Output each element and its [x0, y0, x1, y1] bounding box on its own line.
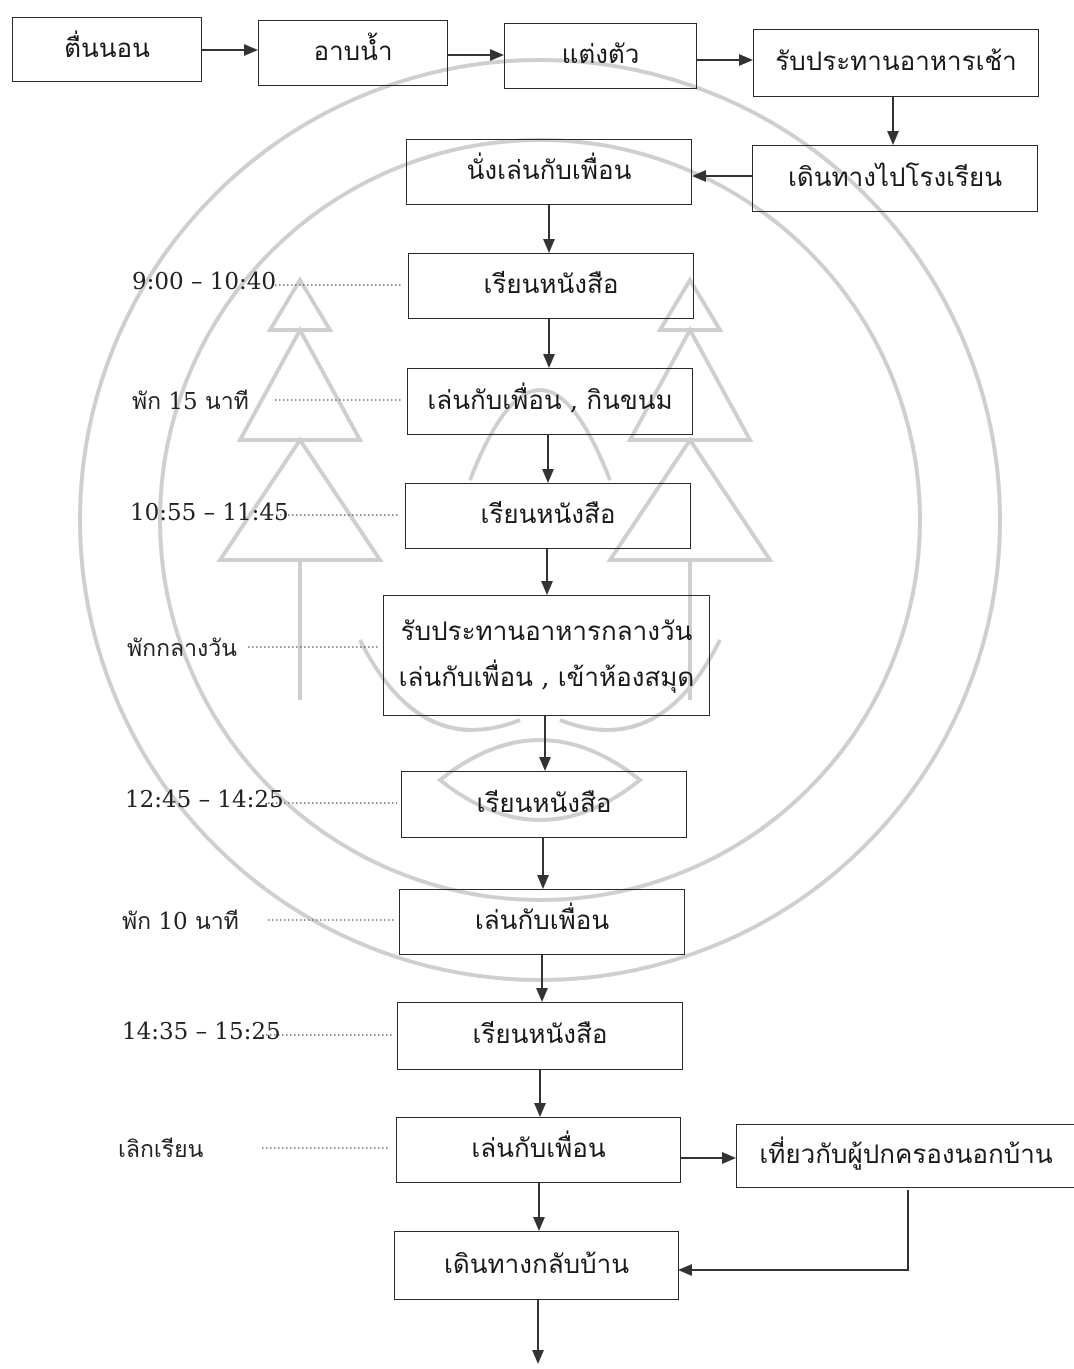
node-lunch-line2: เล่นกับเพื่อน , เข้าห้องสมุด — [398, 662, 695, 693]
node-study-2: เรียนหนังสือ — [405, 483, 691, 549]
time-label-lunch-break: พักกลางวัน — [127, 636, 237, 662]
node-wake-up-text: ตื่นนอน — [64, 33, 150, 64]
node-study-1: เรียนหนังสือ — [408, 253, 694, 319]
time-label-break-10: พัก 10 นาที — [122, 909, 239, 935]
node-snack-break-text: เล่นกับเพื่อน , กินขนม — [427, 385, 673, 416]
node-play-friends-after-school: เล่นกับเพื่อน — [396, 1117, 681, 1183]
node-walk-to-school-text: เดินทางไปโรงเรียน — [787, 162, 1003, 193]
node-wake-up: ตื่นนอน — [12, 17, 202, 82]
node-outing-with-parents: เที่ยวกับผู้ปกครองนอกบ้าน — [736, 1124, 1074, 1188]
node-study-4: เรียนหนังสือ — [397, 1002, 683, 1070]
node-walk-home: เดินทางกลับบ้าน — [394, 1231, 679, 1300]
node-study-3-text: เรียนหนังสือ — [476, 788, 612, 819]
node-study-3: เรียนหนังสือ — [401, 771, 687, 838]
time-label-break-15: พัก 15 นาที — [132, 389, 249, 415]
node-walk-to-school: เดินทางไปโรงเรียน — [752, 145, 1038, 212]
time-label-study-3: 12:45 – 14:25 — [125, 787, 284, 813]
node-lunch: รับประทานอาหารกลางวัน เล่นกับเพื่อน , เข… — [383, 595, 710, 716]
node-dress-text: แต่งตัว — [561, 40, 640, 71]
node-outing-with-parents-text: เที่ยวกับผู้ปกครองนอกบ้าน — [759, 1140, 1053, 1171]
node-walk-home-text: เดินทางกลับบ้าน — [443, 1249, 630, 1280]
time-label-study-4: 14:35 – 15:25 — [122, 1019, 281, 1045]
node-study-2-text: เรียนหนังสือ — [480, 500, 616, 531]
node-lunch-line1: รับประทานอาหารกลางวัน — [400, 617, 693, 647]
node-snack-break: เล่นกับเพื่อน , กินขนม — [407, 368, 693, 435]
node-play-friends-morning: นั่งเล่นกับเพื่อน — [406, 139, 692, 205]
node-bath: อาบน้ำ — [258, 20, 448, 86]
node-play-friends-morning-text: นั่งเล่นกับเพื่อน — [466, 156, 632, 187]
node-breakfast: รับประทานอาหารเช้า — [753, 29, 1039, 97]
node-play-friends-break: เล่นกับเพื่อน — [399, 889, 685, 955]
time-label-school-out: เลิกเรียน — [118, 1137, 204, 1163]
node-dress: แต่งตัว — [504, 23, 697, 89]
node-breakfast-text: รับประทานอาหารเช้า — [775, 47, 1017, 78]
time-label-study-1: 9:00 – 10:40 — [132, 269, 277, 295]
time-label-study-2: 10:55 – 11:45 — [130, 500, 289, 526]
node-play-friends-after-school-text: เล่นกับเพื่อน — [471, 1134, 606, 1165]
node-play-friends-break-text: เล่นกับเพื่อน — [474, 906, 610, 937]
node-study-1-text: เรียนหนังสือ — [483, 270, 619, 301]
node-study-4-text: เรียนหนังสือ — [472, 1020, 608, 1051]
node-bath-text: อาบน้ำ — [313, 37, 393, 68]
